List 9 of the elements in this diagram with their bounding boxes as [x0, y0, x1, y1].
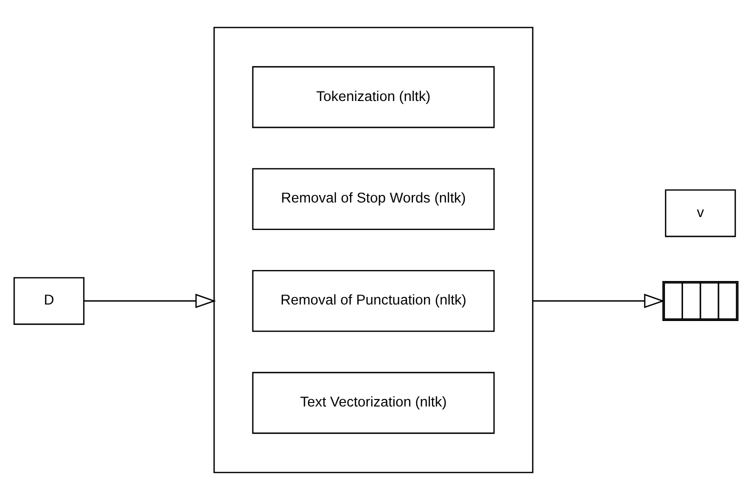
node-box: D: [13, 276, 84, 324]
node-box: Removal of Stop Words (nltk): [252, 168, 494, 230]
arrow: [84, 293, 216, 308]
node-box: Tokenization (nltk): [252, 66, 494, 128]
arrow: [532, 293, 664, 308]
node-box: Text Vectorization (nltk): [252, 371, 494, 434]
node-box: v: [664, 188, 736, 237]
node-box: Removal of Punctuation (nltk): [252, 270, 494, 332]
cluster: [212, 26, 533, 473]
